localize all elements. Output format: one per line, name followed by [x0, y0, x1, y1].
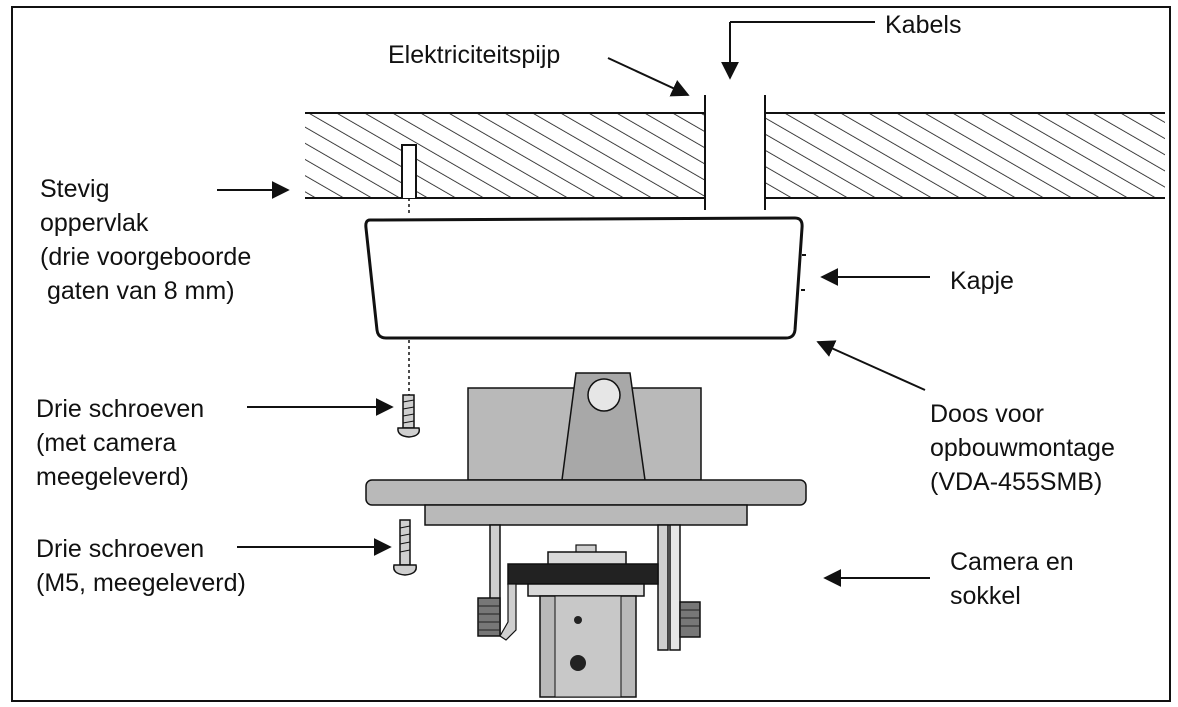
screw-camera — [397, 394, 421, 438]
label-camera-line-2: sokkel — [950, 582, 1021, 610]
label-screws-m5-line-1: Drie schroeven — [36, 535, 205, 563]
cap-box — [364, 216, 804, 340]
label-box-line-2: opbouwmontage — [930, 434, 1115, 462]
label-box-line-3: (VDA-455SMB) — [930, 468, 1103, 496]
label-conduit-line: Elektriciteitspijp — [388, 41, 561, 69]
label-screws-m5: Drie schroeven (M5, meegeleverd) — [36, 532, 246, 600]
label-screws-m5-line-2: (M5, meegeleverd) — [36, 569, 246, 597]
frame — [11, 6, 1171, 702]
label-arrows — [217, 21, 930, 587]
label-surface-line-2: oppervlak — [40, 209, 149, 237]
label-cables: Kabels — [885, 8, 961, 42]
label-screws-camera: Drie schroeven (met camera meegeleverd) — [36, 392, 204, 494]
label-conduit: Elektriciteitspijp — [388, 38, 560, 72]
label-screws-camera-line-1: Drie schroeven — [36, 395, 205, 423]
label-surface-line-1: Stevig — [40, 175, 110, 203]
label-cables-line: Kabels — [885, 11, 962, 39]
solid-surface — [305, 112, 1165, 215]
label-box-line-1: Doos voor — [930, 400, 1044, 428]
label-camera-line-1: Camera en — [950, 548, 1074, 576]
label-cap-line: Kapje — [950, 267, 1014, 295]
label-surface-line-3: (drie voorgeboorde — [40, 243, 252, 271]
label-surface-mount-box: Doos voor opbouwmontage (VDA-455SMB) — [930, 397, 1115, 499]
label-cap: Kapje — [950, 264, 1014, 298]
label-screws-camera-line-2: (met camera — [36, 429, 177, 457]
label-screws-camera-line-3: meegeleverd) — [36, 463, 189, 491]
label-camera-base: Camera en sokkel — [950, 545, 1074, 613]
label-solid-surface: Stevig oppervlak (drie voorgeboorde gate… — [40, 172, 251, 308]
conduit-pipe — [704, 95, 766, 210]
label-surface-line-4: gaten van 8 mm) — [40, 277, 235, 305]
camera-and-base — [365, 372, 807, 698]
screw-m5 — [392, 519, 418, 576]
